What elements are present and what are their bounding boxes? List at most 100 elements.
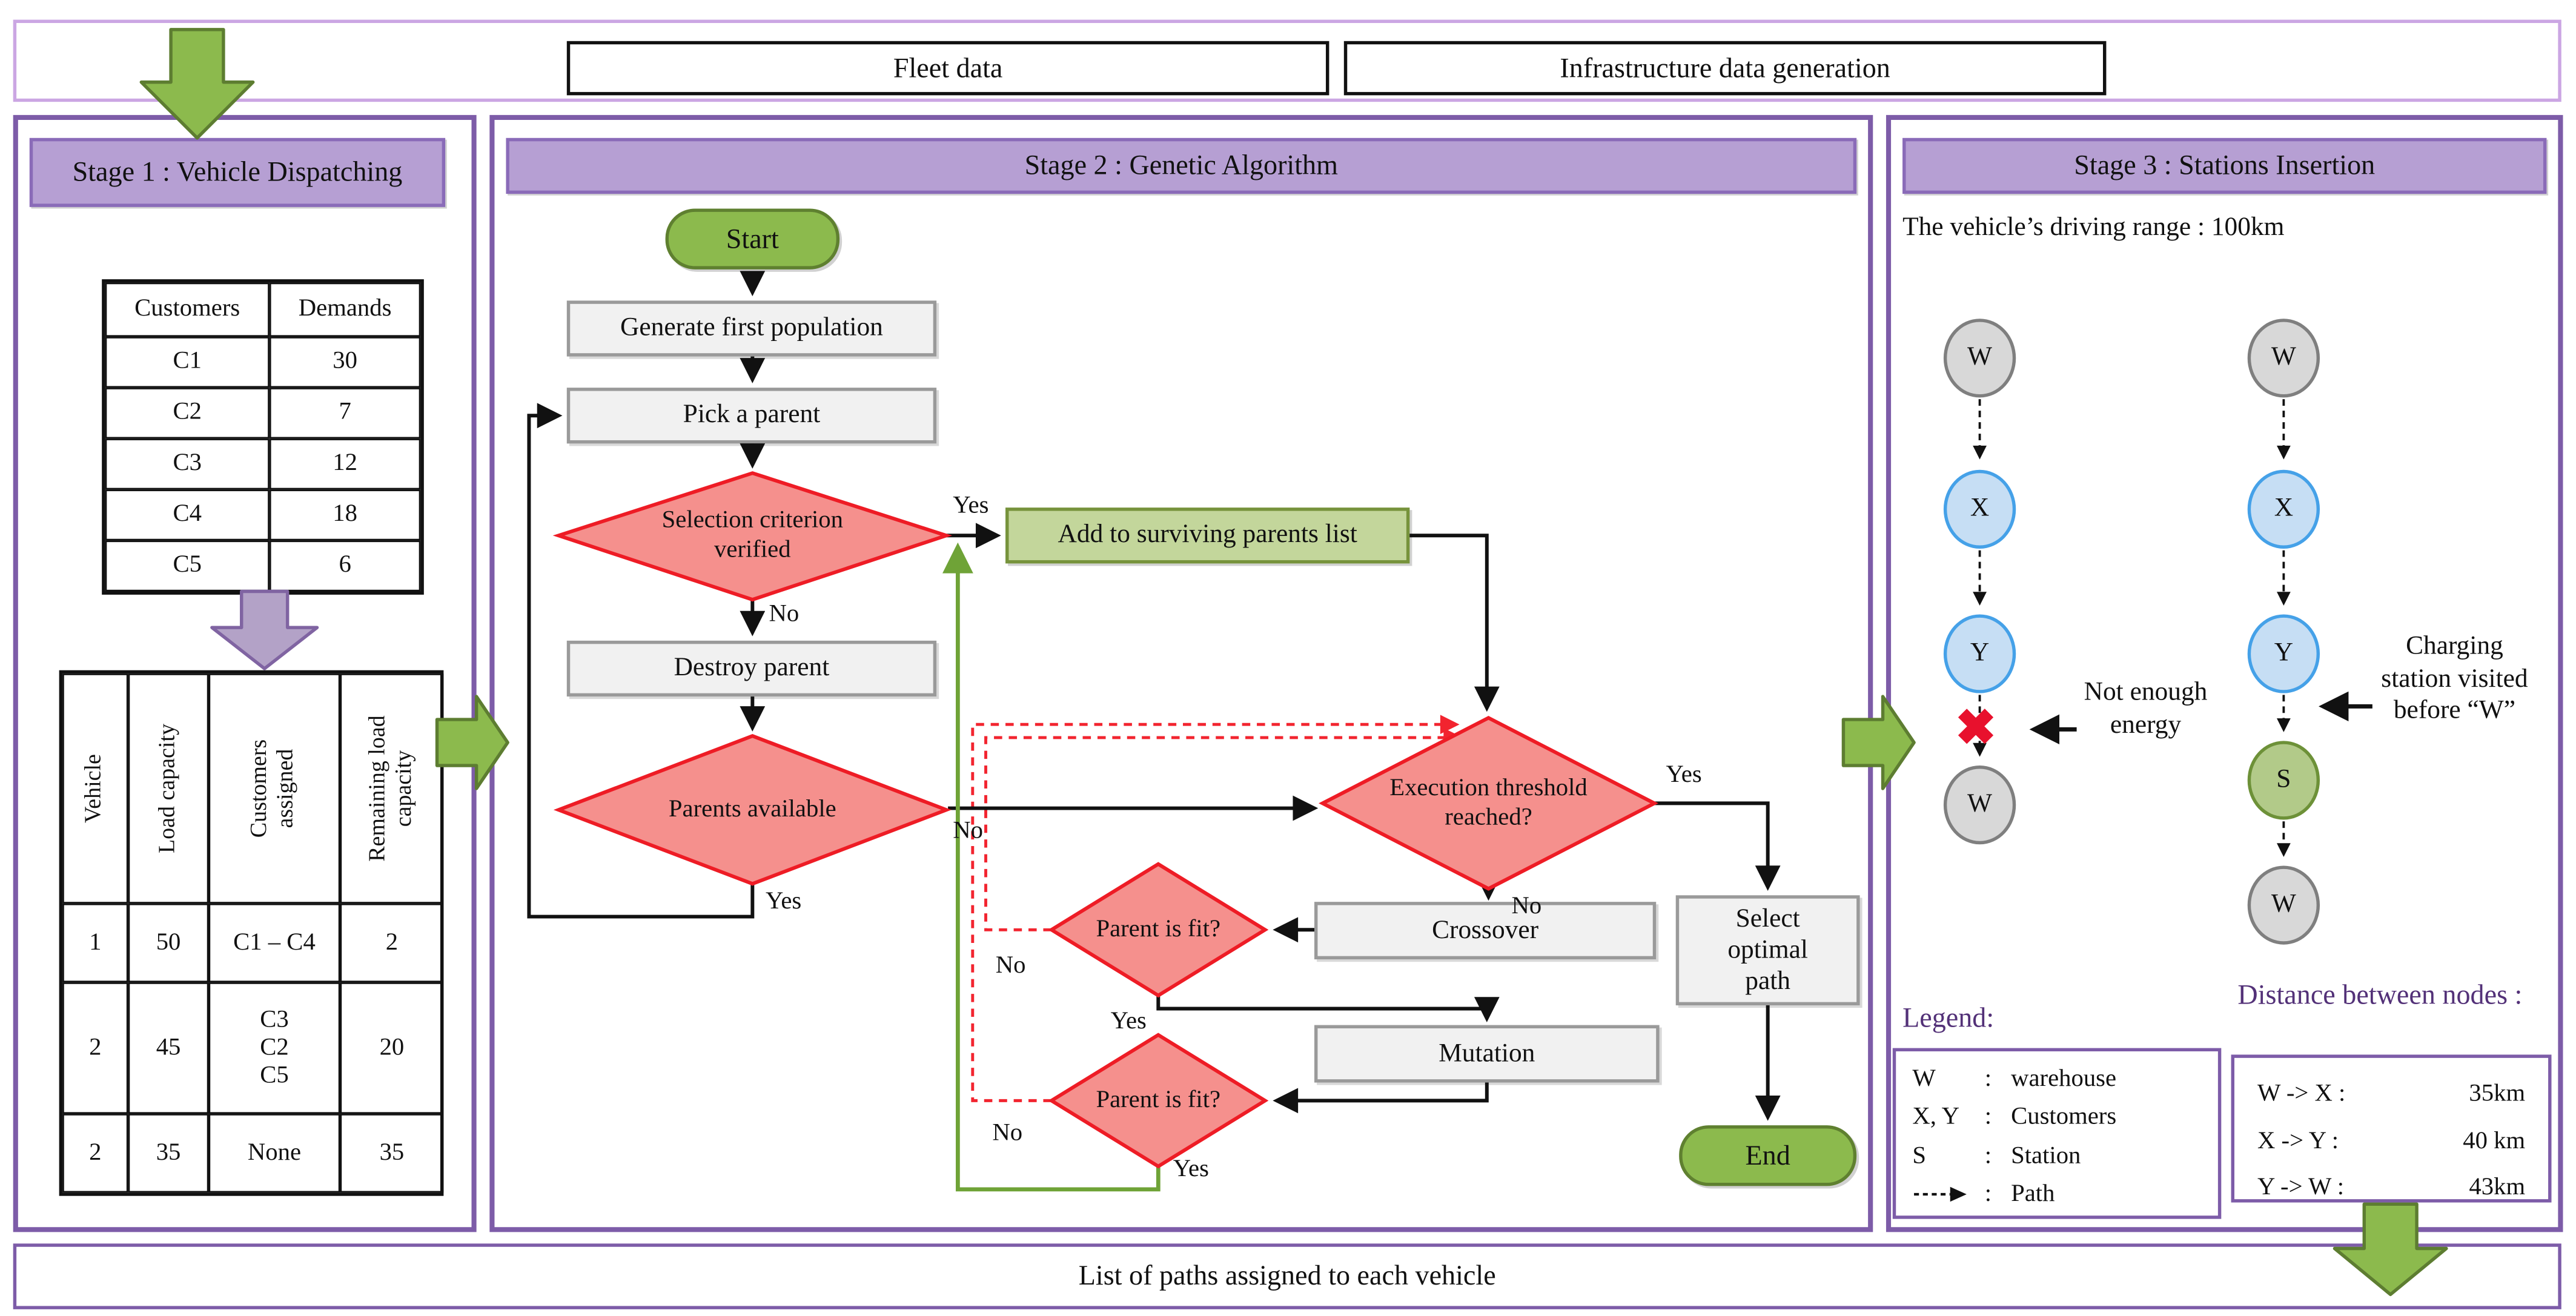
add-surviving-parents-label: Add to surviving parents list (1058, 520, 1357, 549)
customer-x-node: X (2247, 469, 2320, 549)
selection-yes-label: Yes (953, 492, 989, 520)
end-label: End (1745, 1139, 1790, 1171)
distance-value: 35km (2469, 1080, 2526, 1108)
stage1-header: Stage 1 : Vehicle Dispatching (29, 137, 446, 207)
distance-pair: X -> Y : (2257, 1128, 2339, 1154)
destroy-parent-box: Destroy parent (566, 640, 937, 697)
customers-assigned-column-header: Customers assigned (208, 673, 340, 904)
generate-population-label: Generate first population (620, 314, 883, 343)
parent-fit2-diamond-label: Parent is fit? (1096, 1087, 1221, 1114)
table-cell: C1 – C4 (208, 903, 340, 983)
end-node: End (1679, 1125, 1857, 1186)
legend-colon: : (1984, 1104, 1992, 1131)
warehouse-node: W (1943, 319, 2016, 398)
charging-station-annotation: Charging station visited before “W” (2381, 632, 2528, 725)
bottom-banner-label: List of paths assigned to each vehicle (1078, 1260, 1496, 1292)
table-cell: 6 (269, 540, 421, 592)
bottom-banner: List of paths assigned to each vehicle (13, 1243, 2561, 1309)
execution-threshold-diamond-label: Execution threshold reached? (1389, 775, 1588, 832)
table-cell: 30 (269, 337, 421, 388)
legend-colon: : (1984, 1180, 1992, 1208)
select-optimal-path-label: Select optimal path (1727, 904, 1808, 996)
fleet-data-box: Fleet data (566, 41, 1329, 96)
crossover-box: Crossover (1314, 902, 1657, 960)
execution-yes-label: Yes (1666, 762, 1702, 789)
table-cell: C3 (105, 438, 270, 490)
legend-row: : Path (1912, 1175, 2201, 1214)
table-cell: 50 (128, 903, 209, 983)
start-label: Start (726, 222, 779, 254)
table-cell: 35 (340, 1114, 444, 1193)
table-cell: C2 (105, 388, 270, 439)
legend-box: W : warehouse X, Y : Customers S : Stati… (1892, 1048, 2222, 1219)
stage2-title: Stage 2 : Genetic Algorithm (1024, 149, 1338, 181)
fleet-data-label: Fleet data (893, 51, 1003, 83)
distance-title: Distance between nodes : (2237, 979, 2523, 1011)
fit2-no-label: No (992, 1120, 1023, 1147)
table-cell: C1 (105, 337, 270, 388)
stage3-title: Stage 3 : Stations Insertion (2074, 149, 2376, 181)
distance-pair: W -> X : (2257, 1080, 2346, 1108)
execution-no-label: No (1511, 893, 1542, 920)
selection-criterion-diamond-label: Selection criterion verified (661, 508, 844, 564)
table-cell: C3 C2 C5 (208, 982, 340, 1114)
table-cell: 2 (340, 903, 444, 983)
generate-population-box: Generate first population (566, 300, 937, 357)
distance-row: X -> Y : 40 km (2257, 1118, 2525, 1165)
infrastructure-data-label: Infrastructure data generation (1560, 51, 1890, 83)
table-cell: 20 (340, 982, 444, 1114)
load-capacity-column-header: Load capacity (128, 673, 209, 904)
legend-symbol: S (1912, 1142, 1926, 1169)
customer-y-node: Y (1943, 614, 2016, 693)
legend-label: Customers (2011, 1104, 2117, 1131)
warehouse-node: W (2247, 319, 2320, 398)
fit2-yes-label: Yes (1173, 1156, 1209, 1183)
legend-symbol: X, Y (1912, 1104, 1959, 1131)
customers-table: Customers Demands C1 30 C2 7 C3 12 C4 18… (102, 279, 424, 595)
stage1-title: Stage 1 : Vehicle Dispatching (72, 156, 403, 188)
table-cell: None (208, 1114, 340, 1193)
warehouse-node: W (1943, 765, 2016, 845)
stage3-header: Stage 3 : Stations Insertion (1902, 137, 2547, 194)
table-cell: C5 (105, 540, 270, 592)
table-cell: 12 (269, 438, 421, 490)
remaining-load-column-header: Remaining load capacity (340, 673, 444, 904)
table-cell: 35 (128, 1114, 209, 1193)
not-feasible-cross-icon: ✖ (1955, 701, 1997, 756)
demands-table-header: Demands (269, 282, 421, 337)
legend-row: S : Station (1912, 1137, 2201, 1175)
path-arrow-icon (1912, 1175, 1984, 1214)
distance-value: 43km (2469, 1174, 2526, 1201)
start-node: Start (665, 208, 840, 269)
warehouse-node: W (2247, 865, 2320, 945)
parents-no-label: No (953, 818, 984, 845)
table-cell: 18 (269, 489, 421, 541)
stage2-header: Stage 2 : Genetic Algorithm (506, 137, 1857, 194)
fit1-no-label: No (995, 953, 1026, 979)
vehicle-column-header: Vehicle (62, 673, 128, 904)
select-optimal-path-box: Select optimal path (1675, 895, 1860, 1006)
table-cell: C4 (105, 489, 270, 541)
table-cell: 2 (62, 1114, 128, 1193)
legend-title: Legend: (1902, 1002, 1995, 1034)
pick-parent-label: Pick a parent (683, 401, 821, 430)
vehicles-table: Vehicle Load capacity Customers assigned… (59, 670, 444, 1196)
distance-row: Y -> W : 43km (2257, 1165, 2525, 1211)
infrastructure-data-box: Infrastructure data generation (1343, 41, 2107, 96)
legend-row: X, Y : Customers (1912, 1099, 2201, 1137)
legend-label: Station (2011, 1142, 2081, 1169)
table-cell: 45 (128, 982, 209, 1114)
driving-range-text: The vehicle’s driving range : 100km (1902, 213, 2285, 242)
station-node: S (2247, 741, 2320, 820)
legend-row: W : warehouse (1912, 1061, 2201, 1099)
add-surviving-parents-box: Add to surviving parents list (1005, 508, 1410, 564)
pick-parent-box: Pick a parent (566, 388, 937, 444)
distance-row: W -> X : 35km (2257, 1071, 2525, 1118)
mutation-label: Mutation (1439, 1039, 1535, 1068)
customer-x-node: X (1943, 469, 2016, 549)
distance-box: W -> X : 35km X -> Y : 40 km Y -> W : 43… (2231, 1054, 2552, 1203)
table-cell: 7 (269, 388, 421, 439)
fit1-yes-label: Yes (1110, 1008, 1147, 1035)
legend-colon: : (1984, 1066, 1992, 1093)
